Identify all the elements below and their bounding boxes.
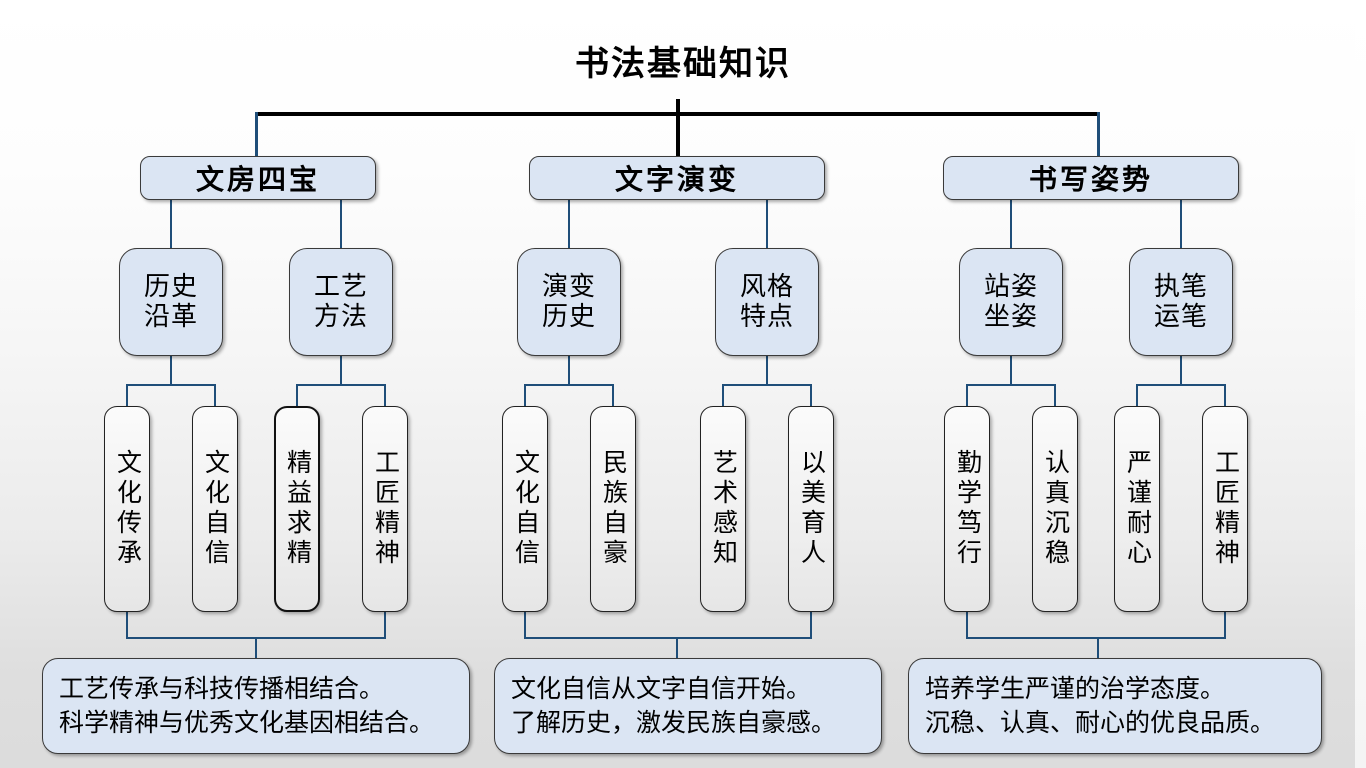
connector-c12-stem [340, 356, 342, 384]
connector-sum3-leftleg [966, 612, 968, 638]
child-label-3-2: 执笔 运笔 [1153, 271, 1208, 331]
connector-c32-stem [1180, 356, 1182, 384]
connector-branch1-to-child2 [340, 200, 342, 248]
connector-c21-stem [568, 356, 570, 384]
connector-sum2-bar [524, 637, 812, 639]
connector-c21-leaf1 [524, 384, 526, 406]
leaf-label-2-1-1: 文化自信 [511, 449, 539, 569]
connector-sum3-bar [966, 637, 1226, 639]
connector-c32-bar [1136, 384, 1226, 386]
connector-c22-stem [766, 356, 768, 384]
leaf-node-3-2-1[interactable]: 严谨耐心 [1114, 406, 1160, 612]
connector-sum2-drop [676, 637, 678, 659]
child-node-3-2[interactable]: 执笔 运笔 [1129, 248, 1233, 356]
connector-branch2-to-child2 [766, 200, 768, 248]
connector-sum3-rightleg [1224, 612, 1226, 638]
summary-box-3[interactable]: 培养学生严谨的治学态度。 沉稳、认真、耐心的优良品质。 [908, 658, 1322, 754]
child-node-2-1[interactable]: 演变 历史 [517, 248, 621, 356]
leaf-label-2-1-2: 民族自豪 [599, 449, 627, 569]
connector-sum1-leftleg [126, 612, 128, 638]
connector-branch2-to-child1 [568, 200, 570, 248]
leaf-node-2-2-2[interactable]: 以美育人 [788, 406, 834, 612]
connector-c11-leaf1 [126, 384, 128, 406]
connector-branch3-to-child2 [1180, 200, 1182, 248]
connector-sum2-rightleg [810, 612, 812, 638]
leaf-node-2-2-1[interactable]: 艺术感知 [700, 406, 746, 612]
leaf-label-3-1-1: 勤学笃行 [953, 449, 981, 569]
connector-c12-leaf1 [296, 384, 298, 406]
connector-c32-leaf2 [1224, 384, 1226, 406]
root-drop-left [255, 112, 258, 156]
connector-c22-leaf2 [810, 384, 812, 406]
leaf-node-1-2-2[interactable]: 工匠精神 [362, 406, 408, 612]
connector-c22-bar [722, 384, 812, 386]
branch-label-2: 文字演变 [614, 164, 739, 195]
leaf-label-1-2-2: 工匠精神 [371, 449, 399, 569]
leaf-node-3-1-1[interactable]: 勤学笃行 [944, 406, 990, 612]
connector-c22-leaf1 [722, 384, 724, 406]
branch-node-1[interactable]: 文房四宝 [140, 156, 376, 200]
leaf-label-1-1-1: 文化传承 [113, 449, 141, 569]
connector-c11-stem [170, 356, 172, 384]
root-drop-middle [676, 112, 680, 156]
leaf-node-1-1-1[interactable]: 文化传承 [104, 406, 150, 612]
child-node-3-1[interactable]: 站姿 坐姿 [959, 248, 1063, 356]
leaf-node-2-1-1[interactable]: 文化自信 [502, 406, 548, 612]
connector-c12-leaf2 [384, 384, 386, 406]
child-label-2-1: 演变 历史 [541, 271, 596, 331]
connector-c31-stem [1010, 356, 1012, 384]
connector-sum1-drop [255, 637, 257, 659]
connector-c21-bar [524, 384, 614, 386]
connector-c11-leaf2 [214, 384, 216, 406]
child-node-2-2[interactable]: 风格 特点 [715, 248, 819, 356]
connector-c31-leaf1 [966, 384, 968, 406]
summary-text-3: 培养学生严谨的治学态度。 沉稳、认真、耐心的优良品质。 [925, 674, 1276, 738]
summary-box-1[interactable]: 工艺传承与科技传播相结合。 科学精神与优秀文化基因相结合。 [42, 658, 470, 754]
leaf-label-3-2-2: 工匠精神 [1211, 449, 1239, 569]
child-node-1-2[interactable]: 工艺 方法 [289, 248, 393, 356]
connector-sum2-leftleg [524, 612, 526, 638]
page-title: 书法基础知识 [575, 45, 791, 83]
child-label-3-1: 站姿 坐姿 [983, 271, 1038, 331]
child-label-1-2: 工艺 方法 [313, 271, 368, 331]
leaf-node-3-2-2[interactable]: 工匠精神 [1202, 406, 1248, 612]
summary-text-2: 文化自信从文字自信开始。 了解历史，激发民族自豪感。 [511, 674, 837, 738]
leaf-node-2-1-2[interactable]: 民族自豪 [590, 406, 636, 612]
leaf-node-3-1-2[interactable]: 认真沉稳 [1032, 406, 1078, 612]
child-label-2-2: 风格 特点 [739, 271, 794, 331]
branch-node-2[interactable]: 文字演变 [529, 156, 825, 200]
connector-c12-bar [296, 384, 386, 386]
leaf-label-1-1-2: 文化自信 [201, 449, 229, 569]
summary-text-1: 工艺传承与科技传播相结合。 科学精神与优秀文化基因相结合。 [59, 674, 435, 738]
connector-c31-bar [966, 384, 1056, 386]
leaf-label-3-2-1: 严谨耐心 [1123, 449, 1151, 569]
leaf-label-2-2-1: 艺术感知 [709, 449, 737, 569]
summary-box-2[interactable]: 文化自信从文字自信开始。 了解历史，激发民族自豪感。 [494, 658, 882, 754]
child-node-1-1[interactable]: 历史 沿革 [119, 248, 223, 356]
root-drop-right [1097, 112, 1100, 156]
connector-c21-leaf2 [612, 384, 614, 406]
leaf-label-1-2-1: 精益求精 [283, 449, 311, 569]
branch-node-3[interactable]: 书写姿势 [943, 156, 1239, 200]
leaf-label-2-2-2: 以美育人 [797, 449, 825, 569]
leaf-node-1-1-2[interactable]: 文化自信 [192, 406, 238, 612]
connector-c31-leaf2 [1054, 384, 1056, 406]
connector-branch1-to-child1 [170, 200, 172, 248]
child-label-1-1: 历史 沿革 [143, 271, 198, 331]
connector-sum1-rightleg [384, 612, 386, 638]
connector-c32-leaf1 [1136, 384, 1138, 406]
right-edge-strip [1355, 0, 1366, 768]
root-stem-connector [676, 99, 680, 114]
branch-label-1: 文房四宝 [195, 164, 320, 195]
connector-c11-bar [126, 384, 216, 386]
leaf-label-3-1-2: 认真沉稳 [1041, 449, 1069, 569]
connector-branch3-to-child1 [1010, 200, 1012, 248]
branch-label-3: 书写姿势 [1028, 164, 1153, 195]
leaf-node-1-2-1[interactable]: 精益求精 [274, 406, 320, 612]
connector-sum3-drop [1097, 637, 1099, 659]
